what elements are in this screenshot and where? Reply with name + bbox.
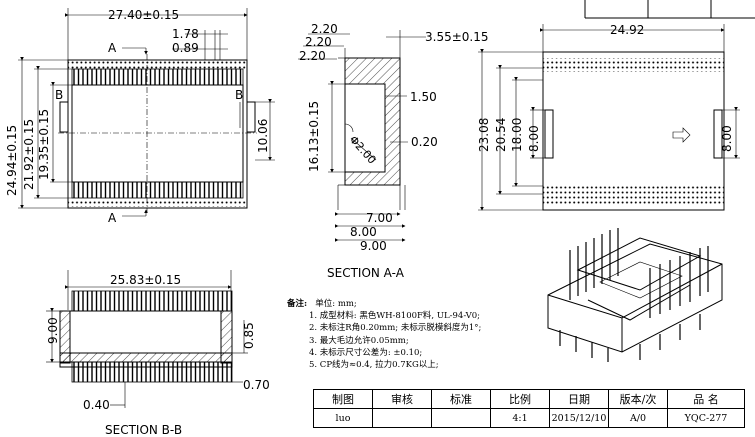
dim-bb-070: 0.70 [243,378,270,392]
tb-header-version: 版本/次 [608,389,668,409]
notes-block: 备注: 单位: mm; 1. 成型材料: 黑色WH-8100F料, UL-94-… [287,298,481,371]
dim-bb-040: 0.40 [83,398,110,412]
note-item-3: 3. 最大毛边允许0.05mm; [309,335,409,346]
note-item-5: 5. CP线为≈0.4, 拉力0.7KG以上; [309,360,439,371]
tb-header-standard: 标准 [431,389,491,409]
dim-aa-220-c: 2.20 [299,49,326,63]
notes-unit: 单位: mm; [315,299,357,309]
tb-header-draw: 制图 [313,389,373,409]
section-aa-title: SECTION A-A [327,266,405,280]
tb-value-date: 2015/12/10 [549,408,609,428]
side-view: 24.92 23.08 20.54 18.00 8.00 8.00 [477,23,740,211]
tb-value-draw: luo [313,408,373,428]
section-marker-a-bottom: A [108,211,117,225]
dim-aa-355: 3.55±0.15 [425,30,489,44]
dim-aa-150: 1.50 [410,90,437,104]
tb-header-scale: 比例 [490,389,550,409]
tb-value-review [372,408,432,428]
dim-aa-phi200: Φ2.00 [347,133,379,166]
tb-value-standard [431,408,491,428]
front-view: 27.40±0.15 1.78 0.89 A A B B [5,8,275,225]
note-item-4: 4. 未标示尺寸公差为: ±0.10; [309,347,423,358]
dim-aa-220-b: 2.20 [305,35,332,49]
dim-bb-width: 25.83±0.15 [110,273,181,287]
dim-aa-220-a: 2.20 [311,22,338,36]
dim-side-h4: 8.00 [527,125,541,152]
section-bb-title: SECTION B-B [105,423,182,437]
dim-pin-pitch: 1.78 [172,27,199,41]
title-block-fragment-top [584,0,755,19]
dim-inner-height: 21.92±0.15 [22,119,36,190]
note-item-2: 2. 未标注R角0.20mm; 未标示脱模斜度为1°; [309,323,482,334]
dim-aa-1613: 16.13±0.15 [307,101,321,172]
tb-value-product: YQC-277 [667,408,745,428]
section-marker-b-right: B [235,88,243,102]
dim-aa-700: 7.00 [366,211,393,225]
dim-overall-height: 24.94±0.15 [5,125,19,196]
dim-body-height: 19.35±0.15 [37,109,51,180]
tb-header-date: 日期 [549,389,609,409]
dim-aa-020: 0.20 [411,135,438,149]
iso-3d-view [547,228,723,362]
dim-side-height: 10.06 [256,119,270,153]
section-aa-view: 2.20 2.20 2.20 3.55±0.15 1.50 16.13±0.15… [298,22,489,280]
dim-aa-800: 8.00 [350,225,377,239]
dim-aa-900: 9.00 [360,239,387,253]
tb-value-version: A/0 [608,408,668,428]
tb-value-scale: 4:1 [490,408,550,428]
note-item-1: 1. 成型材料: 黑色WH-8100F料, UL-94-V0; [309,311,480,322]
tb-header-product: 品 名 [667,389,745,409]
dim-overall-width: 27.40±0.15 [108,8,179,22]
dim-side-h3: 18.00 [510,118,524,152]
title-block: 制图 审核 标准 比例 日期 版本/次 品 名 luo 4:1 2015/12/… [313,389,745,428]
notes-title: 备注: [287,299,308,309]
dim-bb-height: 9.00 [46,317,60,344]
dim-bb-085: 0.85 [242,322,256,349]
dim-side-width: 24.92 [610,23,644,37]
dim-side-h1: 23.08 [477,118,491,152]
section-marker-a-top: A [108,41,117,55]
dim-side-h2: 20.54 [494,118,508,152]
section-bb-view: 25.83±0.15 9.00 0.85 0.70 0.40 SECTION B… [46,270,270,437]
dim-side-h5: 8.00 [720,125,734,152]
dim-pin-offset: 0.89 [172,41,199,55]
tb-header-review: 审核 [372,389,432,409]
section-marker-b-left: B [55,88,63,102]
